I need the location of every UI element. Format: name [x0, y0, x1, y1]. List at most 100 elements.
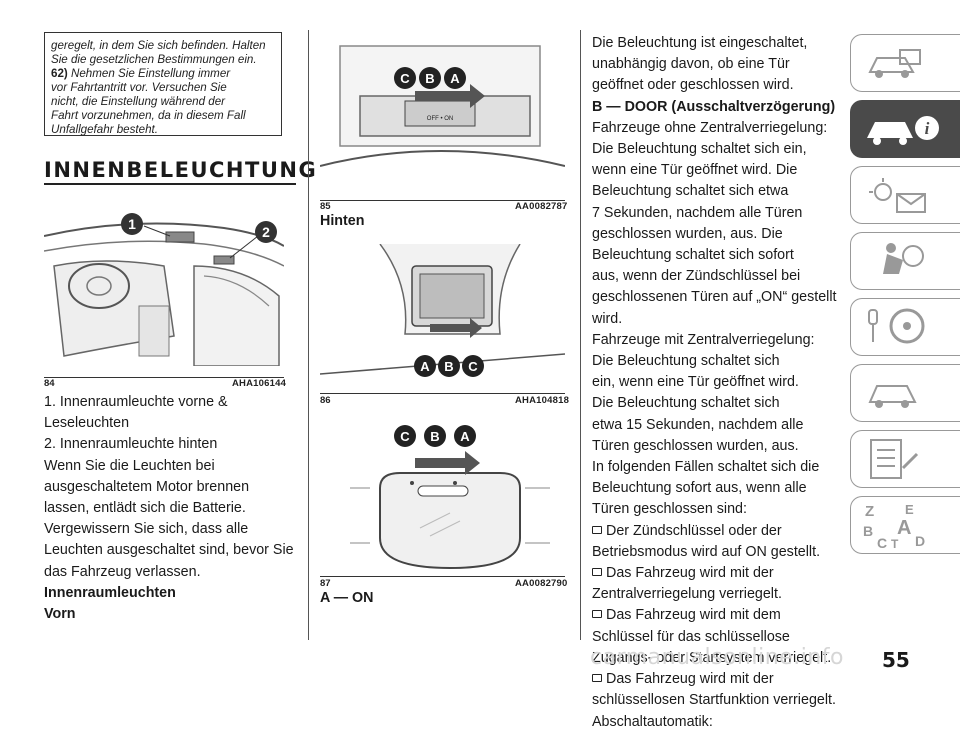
column-divider [580, 30, 581, 640]
list-item: 1. Innenraumleuchte vorne & [44, 394, 228, 410]
tab-key-steering[interactable] [850, 298, 960, 356]
paragraph-line: geschlossen wurden, aus. Die [592, 225, 783, 242]
callout-a: A [450, 71, 460, 86]
section-rule [44, 183, 296, 185]
subheading: B — DOOR (Ausschaltverzögerung) [592, 98, 836, 115]
paragraph-line: aus, wenn der Zündschlüssel bei [592, 268, 801, 285]
figure-number: 87 [320, 578, 331, 589]
figure-code: AA0082787 [515, 201, 568, 212]
paragraph-line: Vergewissern Sie sich, dass alle [44, 521, 249, 538]
subheading-hinten: Hinten [320, 213, 365, 229]
figure-86-rear-lamp: A B C [320, 244, 565, 389]
figure-code: AA0082790 [515, 578, 568, 589]
svg-text:A: A [897, 517, 911, 539]
paragraph-line: Türen geschlossen wurden, aus. [592, 437, 799, 454]
paragraph-line: Die Beleuchtung schaltet sich [592, 353, 780, 370]
figure-85-front-lamp: OFF • ON C B A [320, 36, 565, 191]
bullet-line: Zugangs- oder Startsystem verriegelt. [592, 649, 832, 666]
paragraph-line: ausgeschaltetem Motor brennen [44, 478, 250, 495]
paragraph-line: Fahrzeuge mit Zentralverriegelung: [592, 331, 815, 348]
tab-service-checklist[interactable] [850, 430, 960, 488]
bullet-line: Schlüssel für das schlüssellose [592, 628, 790, 645]
callout-b: B [425, 71, 434, 86]
list-item: Leseleuchten [44, 415, 130, 432]
paragraph-line: Die Beleuchtung schaltet sich [592, 395, 780, 412]
bullet-icon [592, 674, 602, 683]
paragraph-line: Die Beleuchtung schaltet sich ein, [592, 141, 807, 158]
svg-text:E: E [905, 502, 914, 517]
tab-car-info[interactable]: i [850, 100, 960, 158]
bullet-icon [592, 610, 602, 619]
callout-b: B [430, 429, 439, 444]
paragraph-line: Beleuchtung schaltet sich etwa [592, 183, 789, 200]
paragraph-line: In folgenden Fällen schaltet sich die [592, 459, 820, 476]
index-letters-icon: Z E B A C T D [863, 502, 925, 551]
figure-rule [320, 393, 565, 394]
bullet-line: schlüssellosen Startfunktion verriegelt. [592, 692, 836, 709]
callout-c: C [400, 429, 410, 444]
tab-car-breakdown[interactable] [850, 364, 960, 422]
paragraph-line: Beleuchtung sofort aus, wenn alle [592, 480, 807, 497]
bullet-icon [592, 568, 602, 577]
figure-number: 84 [44, 378, 55, 389]
figure-number: 85 [320, 201, 331, 212]
bullet-line: Zentralverriegelung verriegelt. [592, 586, 782, 603]
warning-line: geregelt, in dem Sie sich befinden. Halt… [51, 39, 266, 52]
bullet-item: Das Fahrzeug wird mit dem [592, 606, 840, 625]
svg-text:D: D [915, 533, 925, 549]
warning-line: vor Fahrtantritt vor. Versuchen Sie [51, 81, 227, 94]
airbag-seat-icon [883, 243, 924, 274]
bullet-item: Das Fahrzeug wird mit der [592, 670, 840, 689]
svg-text:T: T [891, 537, 899, 551]
paragraph-line: 7 Sekunden, nachdem alle Türen [592, 204, 803, 221]
key-steering-icon [868, 308, 925, 344]
bullet-icon [592, 525, 602, 534]
page-number: 55 [882, 648, 910, 672]
tab-airbag-seat[interactable] [850, 232, 960, 290]
car-dashboard-icon [868, 49, 921, 78]
paragraph-line: Türen geschlossen sind: [592, 501, 747, 518]
paragraph-line: Beleuchtung schaltet sich sofort [592, 247, 794, 264]
bullet-item: Der Zündschlüssel oder der [592, 522, 840, 541]
warning-ref: 62) [51, 67, 68, 80]
warning-line: nicht, die Einstellung während der [51, 95, 226, 108]
callout-2: 2 [262, 224, 270, 240]
subheading-a-on: A — ON [320, 590, 374, 606]
subheading: Innenraumleuchten [44, 584, 176, 601]
column-1-text: 1. Innenraumleuchte vorne & Leseleuchten… [44, 393, 296, 626]
figure-rule [320, 200, 565, 201]
list-item: 2. Innenraumleuchte hinten [44, 436, 218, 453]
tab-warning-lights[interactable] [850, 166, 960, 224]
figure-number: 86 [320, 395, 331, 406]
paragraph-line: wenn eine Tür geöffnet wird. Die [592, 162, 798, 179]
column-3-text: Die Beleuchtung ist eingeschaltet, unabh… [592, 34, 840, 734]
section-title: INNENBELEUCHTUNG [44, 158, 318, 182]
paragraph-line: ein, wenn eine Tür geöffnet wird. [592, 374, 799, 391]
figure-code: AHA104818 [515, 395, 570, 406]
tab-index[interactable]: Z E B A C T D [850, 496, 960, 554]
bullet-item: Das Fahrzeug wird mit der [592, 564, 840, 583]
svg-text:Z: Z [865, 503, 874, 520]
paragraph-line: unabhängig davon, ob eine Tür [592, 56, 790, 73]
subheading: Vorn [44, 606, 76, 623]
paragraph-line: Leuchten ausgeschaltet sind, bevor Sie [44, 542, 294, 559]
svg-text:C: C [877, 535, 887, 551]
column-divider [308, 30, 309, 640]
paragraph-line: Die Beleuchtung ist eingeschaltet, [592, 35, 808, 51]
paragraph-line: lassen, entlädt sich die Batterie. [44, 500, 246, 517]
watermark: carmanualsonline.info [590, 645, 844, 670]
callout-c: C [400, 71, 410, 86]
paragraph-line: etwa 15 Sekunden, nachdem alle [592, 416, 804, 433]
paragraph-line: geöffnet oder geschlossen wird. [592, 77, 794, 94]
callout-a: A [420, 359, 430, 374]
callout-c: C [468, 359, 478, 374]
tab-car-dashboard[interactable] [850, 34, 960, 92]
paragraph-line: Wenn Sie die Leuchten bei [44, 457, 215, 474]
callout-1: 1 [128, 216, 136, 232]
svg-text:i: i [925, 119, 930, 138]
paragraph-line: Abschaltautomatik: [592, 713, 713, 730]
paragraph-line: das Fahrzeug verlassen. [44, 563, 201, 580]
warning-box: geregelt, in dem Sie sich befinden. Halt… [44, 32, 282, 136]
warning-line: 62) Nehmen Sie Einstellung immer [51, 67, 231, 80]
car-breakdown-icon [868, 385, 917, 408]
